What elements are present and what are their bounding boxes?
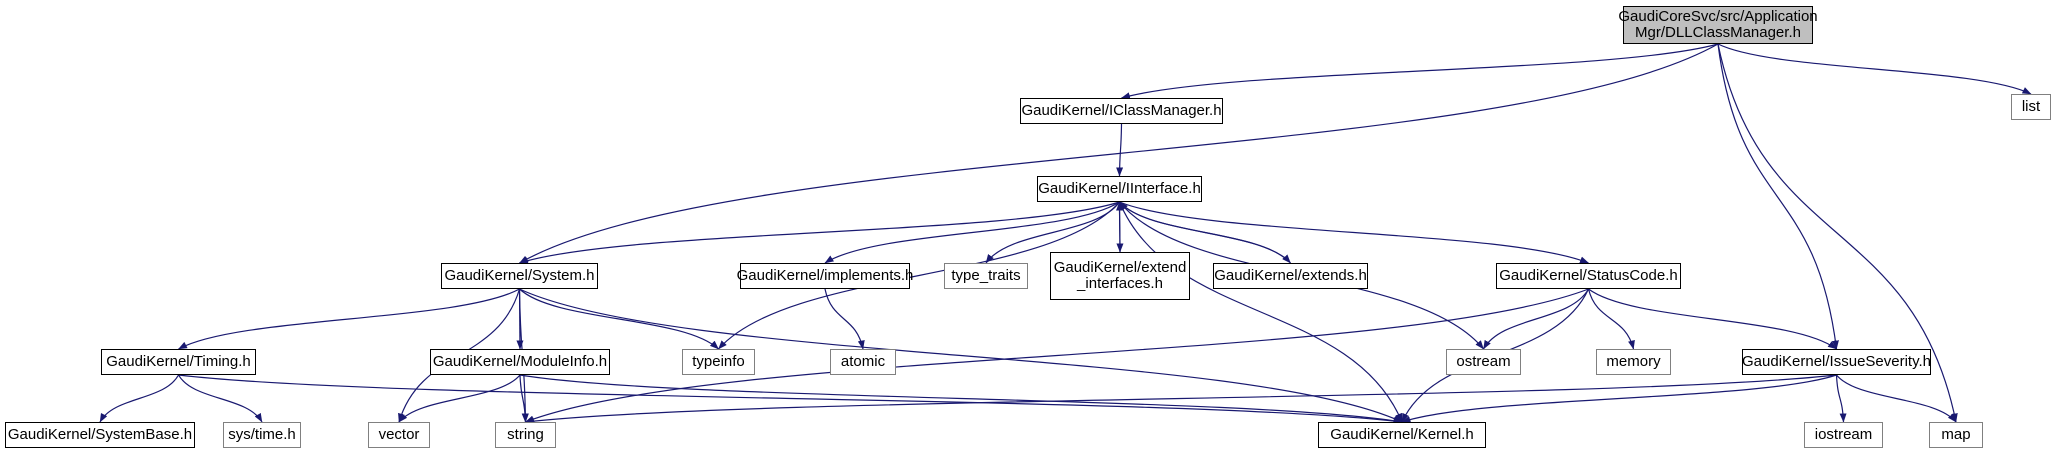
edge-issueseverity-to-kernel	[1401, 374, 1837, 423]
graph-node-list[interactable]: list	[2011, 94, 2051, 120]
edge-system-to-kernel	[519, 288, 1403, 423]
graph-node-iostream[interactable]: iostream	[1804, 422, 1883, 448]
edge-statuscode-to-memory	[1587, 288, 1635, 350]
edge-moduleinfo-to-kernel	[519, 374, 1403, 425]
graph-node-extend_interfaces[interactable]: GaudiKernel/extend _interfaces.h	[1050, 252, 1190, 300]
edge-system-to-typeinfo	[519, 288, 719, 350]
edge-iinterface-to-typeinfo	[718, 201, 1120, 350]
edge-root-to-map	[1717, 43, 1958, 423]
graph-node-iinterface[interactable]: GaudiKernel/IInterface.h	[1037, 176, 1202, 202]
graph-node-statuscode[interactable]: GaudiKernel/StatusCode.h	[1496, 263, 1681, 289]
graph-node-atomic[interactable]: atomic	[830, 349, 896, 375]
edge-statuscode-to-ostream	[1482, 288, 1590, 350]
graph-node-kernel[interactable]: GaudiKernel/Kernel.h	[1318, 422, 1486, 448]
graph-node-implements[interactable]: GaudiKernel/implements.h	[737, 263, 913, 289]
edge-statuscode-to-issueseverity	[1588, 288, 1837, 350]
edge-root-to-iclassmanager	[1121, 43, 1719, 100]
edge-root-to-issueseverity	[1717, 43, 1839, 350]
edge-extend_interfaces-to-iinterface	[1116, 201, 1124, 253]
graph-node-memory[interactable]: memory	[1596, 349, 1671, 375]
graph-node-typeinfo[interactable]: typeinfo	[682, 349, 755, 375]
edge-timing-to-systime	[177, 374, 263, 423]
graph-node-extends[interactable]: GaudiKernel/extends.h	[1213, 263, 1368, 289]
edge-moduleinfo-to-vector	[398, 374, 521, 423]
edge-timing-to-systembase	[99, 374, 180, 423]
graph-node-timing[interactable]: GaudiKernel/Timing.h	[101, 349, 256, 375]
edge-timing-to-kernel	[178, 374, 1403, 425]
edge-implements-to-atomic	[824, 288, 865, 350]
edge-extends-to-iinterface	[1119, 201, 1291, 264]
edge-root-to-system	[519, 43, 1719, 264]
graph-node-systime[interactable]: sys/time.h	[223, 422, 301, 448]
graph-node-map[interactable]: map	[1929, 422, 1983, 448]
graph-node-issueseverity[interactable]: GaudiKernel/IssueSeverity.h	[1742, 349, 1931, 375]
graph-node-system[interactable]: GaudiKernel/System.h	[441, 263, 598, 289]
graph-node-string[interactable]: string	[495, 422, 556, 448]
edge-iinterface-to-kernel	[1118, 201, 1403, 423]
edge-iinterface-to-statuscode	[1119, 201, 1589, 264]
edge-iinterface-to-implements	[824, 201, 1120, 264]
graph-node-type_traits[interactable]: type_traits	[944, 263, 1028, 289]
graph-node-ostream[interactable]: ostream	[1446, 349, 1521, 375]
graph-node-iclassmanager[interactable]: GaudiKernel/IClassManager.h	[1020, 98, 1223, 124]
edge-moduleinfo-to-string	[519, 374, 529, 423]
edge-issueseverity-to-string	[525, 374, 1837, 425]
edge-issueseverity-to-map	[1836, 374, 1957, 423]
edge-system-to-timing	[178, 288, 520, 350]
graph-node-moduleinfo[interactable]: GaudiKernel/ModuleInfo.h	[430, 349, 610, 375]
graph-node-root[interactable]: GaudiCoreSvc/src/Application Mgr/DLLClas…	[1618, 6, 1818, 44]
edge-iinterface-to-system	[519, 201, 1120, 264]
graph-node-systembase[interactable]: GaudiKernel/SystemBase.h	[5, 422, 195, 448]
graph-node-vector[interactable]: vector	[368, 422, 430, 448]
edge-issueseverity-to-iostream	[1835, 374, 1847, 423]
edge-iclassmanager-to-iinterface	[1116, 123, 1124, 177]
edge-root-to-list	[1717, 43, 2032, 95]
